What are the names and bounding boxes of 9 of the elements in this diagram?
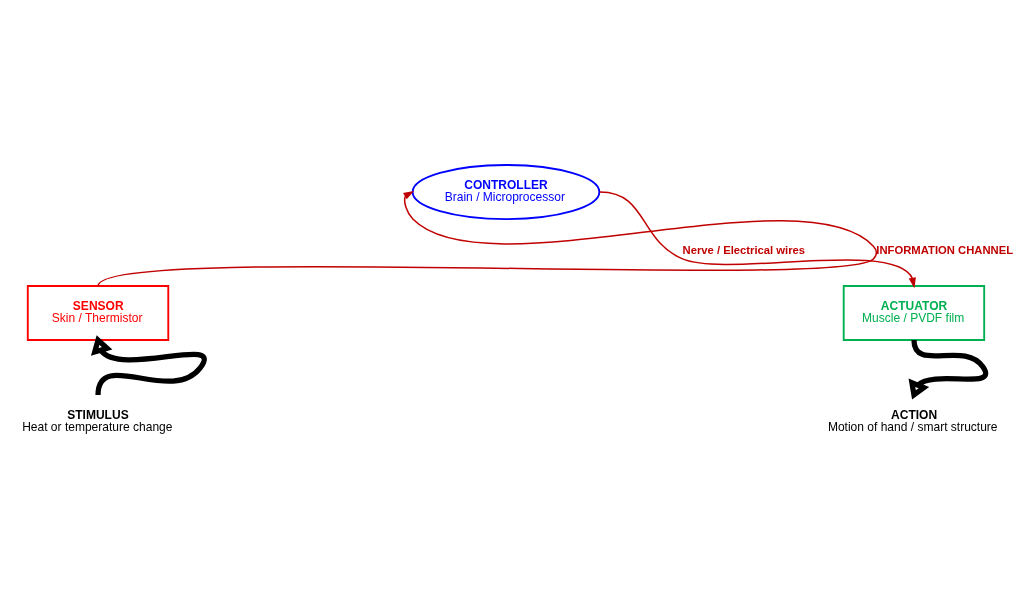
edge-label: Nerve / Electrical wires [682,244,806,257]
node-box: ACTUATOR Muscle / PVDF film [842,285,986,341]
arrow [97,190,878,287]
node-text: ACTION Motion of hand / smart structure [827,407,998,434]
edge-label: INFORMATION CHANNEL [876,244,1014,257]
arrow [599,191,916,289]
node-ellipse: CONTROLLER Brain / Microprocessor [411,164,601,221]
node-box: SENSOR Skin / Thermistor [26,285,170,341]
node-text: STIMULUS Heat or temperature change [22,407,173,434]
